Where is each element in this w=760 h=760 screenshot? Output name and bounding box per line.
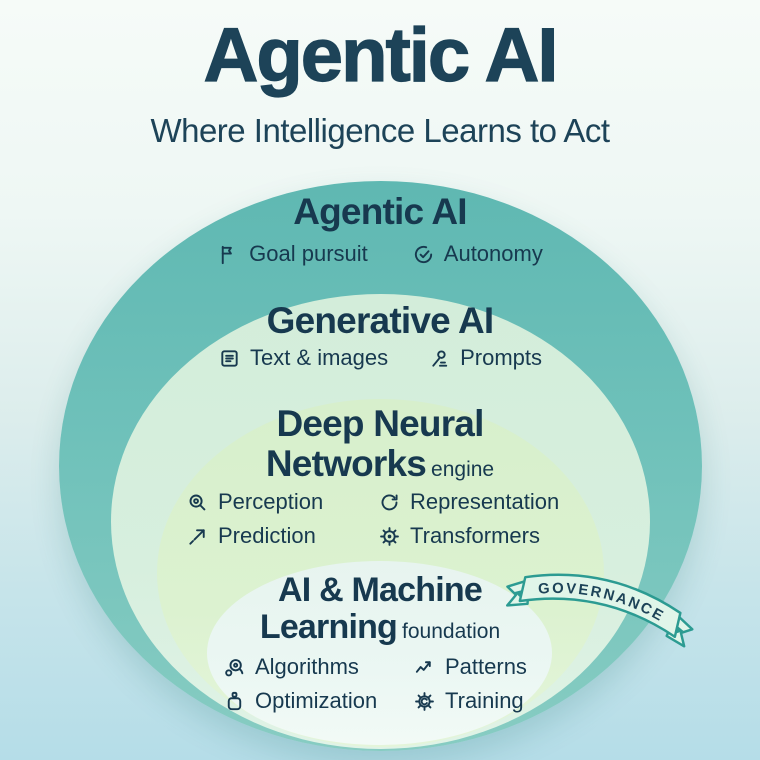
title-suffix: foundation <box>402 620 501 643</box>
person-icon <box>432 349 448 367</box>
item-perception: Perception <box>186 489 358 515</box>
page-title: Agentic AI <box>203 13 559 98</box>
item-algorithms: Algorithms <box>223 654 397 680</box>
title-suffix: engine <box>431 458 495 481</box>
item-label: Prediction <box>218 523 316 548</box>
text-document-icon <box>221 349 238 367</box>
magnifier-icon <box>189 494 206 510</box>
item-transformers: Transformers <box>378 523 574 549</box>
title-line-2: Networks <box>265 443 427 484</box>
gear-icon <box>415 691 434 711</box>
title-line-1: Deep Neural <box>276 403 484 444</box>
item-prompts: Prompts <box>428 345 542 371</box>
item-label: Autonomy <box>443 241 543 266</box>
item-optimization: Optimization <box>223 688 397 714</box>
governance-ribbon: GOVERNANCE <box>506 571 694 648</box>
item-training: Training <box>413 688 537 714</box>
item-prediction: Prediction <box>186 523 358 549</box>
check-circle-icon <box>414 245 432 263</box>
trend-line-icon <box>415 660 431 673</box>
layer-items-generative-ai: Text & images Prompts <box>0 345 760 371</box>
item-label: Perception <box>218 489 324 514</box>
item-autonomy: Autonomy <box>412 241 543 267</box>
item-label: Transformers <box>410 523 540 548</box>
item-label: Text & images <box>249 345 389 370</box>
nodes-icon <box>225 658 244 676</box>
item-goal-pursuit: Goal pursuit <box>217 241 368 267</box>
title-line-2: Learning <box>259 608 398 646</box>
item-label: Algorithms <box>255 654 359 679</box>
trend-arrow-icon <box>189 528 205 545</box>
layer-title-agentic-ai: Agentic AI <box>293 191 467 232</box>
item-label: Prompts <box>460 345 543 370</box>
weight-icon <box>227 691 242 710</box>
layer-items-ai-machine-learning: Algorithms Patterns Optimization Trainin… <box>0 654 760 714</box>
item-label: Training <box>445 688 524 713</box>
page-subtitle: Where Intelligence Learns to Act <box>150 112 610 149</box>
item-label: Optimization <box>255 688 378 713</box>
layer-title-generative-ai: Generative AI <box>266 300 495 341</box>
ribbon-band <box>518 573 682 639</box>
item-text-images: Text & images <box>218 345 388 371</box>
item-patterns: Patterns <box>413 654 537 680</box>
item-label: Representation <box>410 489 560 514</box>
item-label: Patterns <box>445 654 527 679</box>
target-icon <box>380 526 399 546</box>
ring-ai-machine-learning <box>207 561 552 745</box>
title-line-1: AI & Machine <box>278 571 483 609</box>
item-label: Goal pursuit <box>249 241 368 266</box>
flag-icon <box>221 245 233 264</box>
item-representation: Representation <box>378 489 574 515</box>
layer-items-agentic-ai: Goal pursuit Autonomy <box>0 241 760 267</box>
refresh-icon <box>381 493 398 510</box>
layer-items-deep-neural-networks: Perception Representation Prediction Tra… <box>0 489 760 549</box>
